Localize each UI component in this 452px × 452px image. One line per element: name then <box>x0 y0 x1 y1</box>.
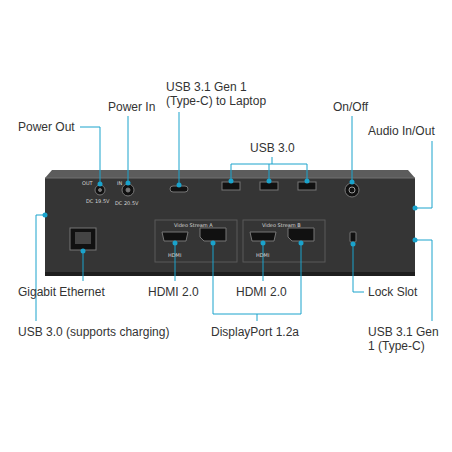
port-marking: DC 19.5V <box>86 198 109 204</box>
callout-label: USB 3.0 (supports charging) <box>18 325 169 339</box>
callout-label: Power Out <box>18 120 75 134</box>
port-marking: HDMI <box>256 252 269 258</box>
callout-label: Audio In/Out <box>368 124 435 138</box>
dock-body <box>45 170 415 276</box>
port-marking: Video Stream B <box>262 222 301 228</box>
port-marking: IN <box>117 180 122 186</box>
callout-label: HDMI 2.0 <box>236 285 287 299</box>
callout-label: USB 3.1 Gen 1 (Type-C) to Laptop <box>166 80 280 108</box>
callout-label: HDMI 2.0 <box>148 285 199 299</box>
callout-label: Power In <box>108 100 155 114</box>
callout-label: DisplayPort 1.2a <box>211 325 299 339</box>
callout-label: On/Off <box>333 100 368 114</box>
port-marking: HDMI <box>168 252 181 258</box>
port-marking: DC 20.5V <box>115 200 138 206</box>
callout-label: USB 3.1 Gen 1 (Type-C) <box>368 325 448 353</box>
port-marking: Video Stream A <box>174 222 213 228</box>
callout-label: USB 3.0 <box>250 141 295 155</box>
callout-label: Lock Slot <box>368 285 417 299</box>
callout-label: Gigabit Ethernet <box>18 285 105 299</box>
port-marking: OUT <box>82 180 93 186</box>
ports <box>70 182 359 262</box>
leader-dots <box>43 179 418 254</box>
